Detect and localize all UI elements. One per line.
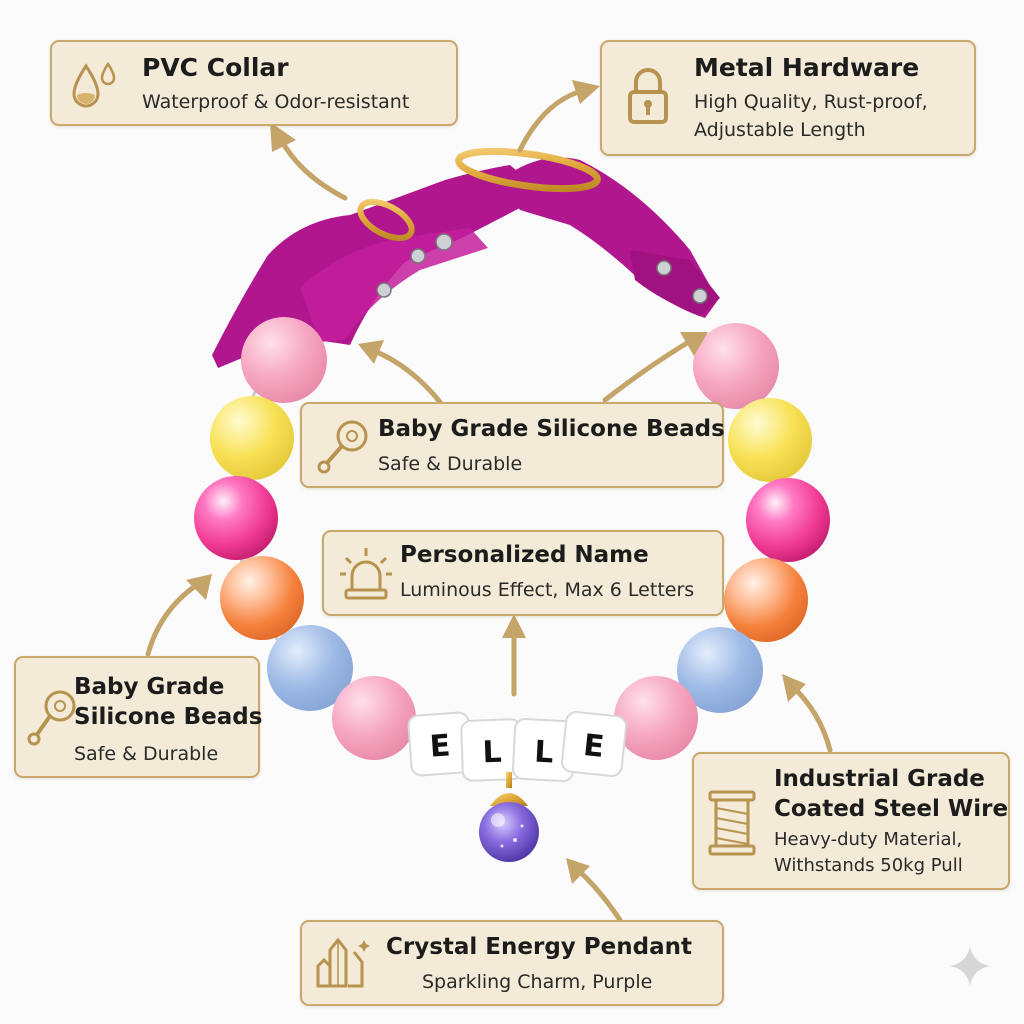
label-subtitle: Withstands 50kg Pull xyxy=(774,855,963,876)
label-crystal-pendant: Crystal Energy Pendant Sparkling Charm, … xyxy=(300,920,724,1006)
label-personalized-name: Personalized Name Luminous Effect, Max 6… xyxy=(322,530,724,616)
sparkle-watermark-icon xyxy=(950,946,990,986)
bead-hotpink xyxy=(194,476,278,560)
letter-bead: L xyxy=(460,718,524,782)
label-silicone-beads-top: Baby Grade Silicone Beads Safe & Durable xyxy=(300,402,725,488)
label-pvc-collar: PVC Collar Waterproof & Odor-resistant xyxy=(50,40,458,126)
bead-blue xyxy=(677,627,763,713)
bead-pink xyxy=(241,317,327,403)
label-title: Personalized Name xyxy=(400,542,649,568)
crystal-icon xyxy=(316,937,370,988)
svg-text:E: E xyxy=(429,728,452,764)
label-steel-wire: Industrial Grade Coated Steel Wire Heavy… xyxy=(692,752,1010,890)
rattle-icon xyxy=(317,420,368,474)
bead-yellow xyxy=(210,396,294,480)
bead-yellow xyxy=(728,398,812,482)
svg-text:E: E xyxy=(582,728,606,765)
label-title: Baby Grade Silicone Beads xyxy=(378,416,725,442)
label-subtitle: Heavy-duty Material, xyxy=(774,829,963,850)
svg-text:L: L xyxy=(482,735,502,771)
label-subtitle: Safe & Durable xyxy=(378,453,523,475)
bead-pink xyxy=(332,676,416,760)
label-metal-hardware: Metal Hardware High Quality, Rust-proof,… xyxy=(600,40,976,156)
bead-orange xyxy=(220,556,304,640)
label-title: Metal Hardware xyxy=(694,53,920,82)
letter-bead: E xyxy=(407,711,473,777)
rattle-icon xyxy=(27,690,76,746)
label-title: Industrial Grade xyxy=(774,766,985,792)
label-subtitle: Adjustable Length xyxy=(694,119,866,141)
gold-buckle xyxy=(357,147,601,242)
label-subtitle: Sparkling Charm, Purple xyxy=(422,971,653,993)
bead-pink xyxy=(693,323,779,409)
label-title: Crystal Energy Pendant xyxy=(386,934,692,960)
label-title: Coated Steel Wire xyxy=(774,796,1009,822)
bead-blue xyxy=(267,625,353,711)
label-subtitle: Luminous Effect, Max 6 Letters xyxy=(400,579,695,601)
label-title: Silicone Beads xyxy=(74,704,263,730)
siren-light-icon xyxy=(340,548,392,600)
bead-hotpink xyxy=(746,478,830,562)
pvc-strap xyxy=(212,157,720,368)
thread-spool-icon xyxy=(708,790,756,856)
label-title: Baby Grade xyxy=(74,674,225,700)
label-title: PVC Collar xyxy=(142,53,289,82)
label-subtitle: Waterproof & Odor-resistant xyxy=(142,91,410,113)
letter-bead: E xyxy=(561,711,627,777)
label-subtitle: High Quality, Rust-proof, xyxy=(694,91,928,113)
bead-pink xyxy=(614,676,698,760)
bead-orange xyxy=(724,558,808,642)
svg-text:L: L xyxy=(533,735,554,771)
label-subtitle: Safe & Durable xyxy=(74,743,219,765)
crystal-pendant xyxy=(479,772,539,862)
label-silicone-beads-left: Baby Grade Silicone Beads Safe & Durable xyxy=(14,656,263,778)
callout-arrowheads xyxy=(186,80,806,884)
water-drop-icon xyxy=(72,61,116,108)
padlock-icon xyxy=(628,68,668,124)
letter-bead: L xyxy=(511,717,577,783)
